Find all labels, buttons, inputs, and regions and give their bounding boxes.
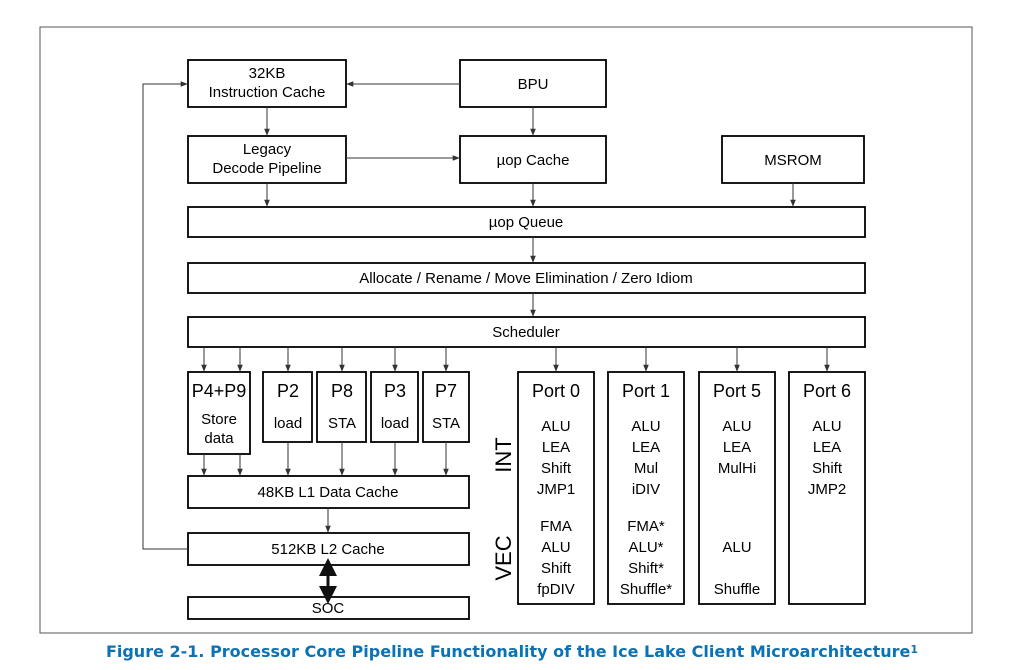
l1-data-cache-label: 48KB L1 Data Cache xyxy=(258,484,399,501)
exec-port-5-vec-2: ALU xyxy=(722,539,751,556)
exec-port-5-vec-4: Shuffle xyxy=(714,581,760,598)
allocate-label: Allocate / Rename / Move Elimination / Z… xyxy=(359,270,692,287)
l2-cache-label: 512KB L2 Cache xyxy=(271,541,384,558)
icache-label-line1: 32KB xyxy=(249,65,286,82)
exec-port-1-int-2: LEA xyxy=(632,439,660,456)
exec-port-6-int-3: Shift xyxy=(812,460,843,477)
icache-block: 32KB Instruction Cache xyxy=(187,59,347,108)
port-p3-name: P3 xyxy=(384,381,406,401)
exec-port-1-int-1: ALU xyxy=(631,418,660,435)
port-p4p9-name: P4+P9 xyxy=(192,381,247,401)
uop-cache-block: µop Cache xyxy=(459,135,607,184)
port-p4p9-op-1: Store xyxy=(201,411,237,428)
uop-queue-bar: µop Queue xyxy=(187,206,866,238)
exec-port-5: Port 5 ALU LEA MulHi ALU Shuffle xyxy=(698,371,776,605)
port-p7-name: P7 xyxy=(435,381,457,401)
exec-port-0-int-2: LEA xyxy=(542,439,570,456)
pipeline-diagram: 32KB Instruction Cache BPU Legacy Decode… xyxy=(39,26,973,634)
uop-queue-label: µop Queue xyxy=(489,214,564,231)
exec-port-6-name: Port 6 xyxy=(803,381,851,401)
port-p7-op: STA xyxy=(432,415,460,432)
exec-port-1-vec-4: Shuffle* xyxy=(620,581,672,598)
exec-port-0-vec-1: FMA xyxy=(540,518,572,535)
exec-port-5-int-2: LEA xyxy=(723,439,751,456)
port-p4p9: P4+P9 Store data xyxy=(187,371,251,455)
exec-port-1: Port 1 ALU LEA Mul iDIV FMA* ALU* Shift*… xyxy=(607,371,685,605)
port-p7: P7 STA xyxy=(422,371,470,443)
figure-caption-text: Figure 2-1. Processor Core Pipeline Func… xyxy=(105,642,911,661)
bpu-label: BPU xyxy=(518,76,549,93)
figure-caption: Figure 2-1. Processor Core Pipeline Func… xyxy=(0,640,1024,664)
exec-port-1-name: Port 1 xyxy=(622,381,670,401)
uop-cache-label: µop Cache xyxy=(497,152,570,169)
port-p2: P2 load xyxy=(262,371,313,443)
exec-port-1-vec-3: Shift* xyxy=(628,560,664,577)
exec-port-6-int-4: JMP2 xyxy=(808,481,846,498)
exec-port-6-int-1: ALU xyxy=(812,418,841,435)
port-p8-op: STA xyxy=(328,415,356,432)
scheduler-bar: Scheduler xyxy=(187,316,866,348)
msrom-label: MSROM xyxy=(764,152,822,169)
legacy-decode-block: Legacy Decode Pipeline xyxy=(187,135,347,184)
legacy-decode-label-line2: Decode Pipeline xyxy=(212,160,321,177)
scheduler-label: Scheduler xyxy=(492,324,560,341)
port-p2-name: P2 xyxy=(277,381,299,401)
allocate-bar: Allocate / Rename / Move Elimination / Z… xyxy=(187,262,866,294)
soc-label: SOC xyxy=(312,600,345,617)
port-p2-op: load xyxy=(274,415,302,432)
exec-port-1-int-3: Mul xyxy=(634,460,658,477)
l2-cache-block: 512KB L2 Cache xyxy=(187,532,470,566)
legacy-decode-label-line1: Legacy xyxy=(243,141,292,158)
figure-caption-footnote: 1 xyxy=(910,643,919,656)
int-side-label: INT xyxy=(491,437,516,472)
vec-side-label: VEC xyxy=(491,535,516,580)
exec-port-1-int-4: iDIV xyxy=(632,481,660,498)
exec-port-0: Port 0 ALU LEA Shift JMP1 FMA ALU Shift … xyxy=(517,371,595,605)
port-p3-op: load xyxy=(381,415,409,432)
icache-label-line2: Instruction Cache xyxy=(209,84,326,101)
exec-port-0-vec-3: Shift xyxy=(541,560,572,577)
exec-port-0-vec-2: ALU xyxy=(541,539,570,556)
port-p3: P3 load xyxy=(370,371,419,443)
arrow-l2-to-icache-feedback xyxy=(142,81,188,550)
port-p8-name: P8 xyxy=(331,381,353,401)
connectors xyxy=(142,81,830,604)
bpu-block: BPU xyxy=(459,59,607,108)
exec-port-5-int-1: ALU xyxy=(722,418,751,435)
l1-data-cache-block: 48KB L1 Data Cache xyxy=(187,475,470,509)
figure-border xyxy=(39,26,973,634)
exec-port-5-int-3: MulHi xyxy=(718,460,756,477)
soc-block: SOC xyxy=(187,596,470,620)
exec-port-0-int-1: ALU xyxy=(541,418,570,435)
exec-port-0-name: Port 0 xyxy=(532,381,580,401)
exec-port-1-vec-2: ALU* xyxy=(628,539,663,556)
exec-port-5-name: Port 5 xyxy=(713,381,761,401)
port-p8: P8 STA xyxy=(316,371,367,443)
exec-port-0-vec-4: fpDIV xyxy=(537,581,575,598)
exec-port-6-int-2: LEA xyxy=(813,439,841,456)
msrom-block: MSROM xyxy=(721,135,865,184)
exec-port-0-int-3: Shift xyxy=(541,460,572,477)
exec-port-0-int-4: JMP1 xyxy=(537,481,575,498)
exec-port-1-vec-1: FMA* xyxy=(627,518,665,535)
exec-port-6: Port 6 ALU LEA Shift JMP2 xyxy=(788,371,866,605)
port-p4p9-op-2: data xyxy=(204,430,234,447)
